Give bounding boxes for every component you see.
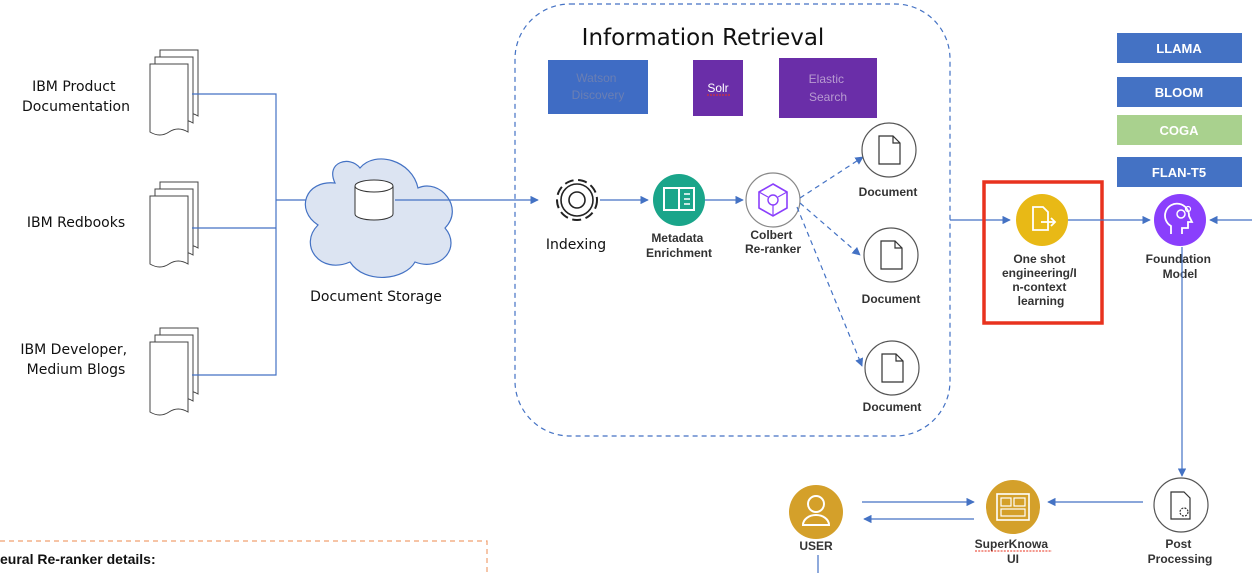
source-product-docs-icon bbox=[149, 49, 199, 136]
document-storage-label: Document Storage bbox=[310, 289, 442, 305]
svg-text:BLOOM: BLOOM bbox=[1155, 85, 1203, 100]
database-icon bbox=[354, 179, 394, 221]
information-retrieval-container bbox=[514, 3, 951, 437]
source-redbooks-label: IBM Redbooks bbox=[27, 215, 125, 231]
one-shot-label: One shot engineering/I n-context learnin… bbox=[1002, 252, 1080, 308]
post-processing-label: Post Processing bbox=[1148, 537, 1213, 566]
superknowa-ui-icon bbox=[986, 480, 1040, 534]
superknowa-ui-label: SuperKnowa UI bbox=[975, 537, 1052, 566]
engine-elastic-search: Elastic Search bbox=[779, 58, 877, 118]
foundation-model-label: Foundation Model bbox=[1146, 252, 1215, 281]
svg-text:COGA: COGA bbox=[1160, 123, 1200, 138]
source-blogs-icon bbox=[149, 327, 199, 416]
reranker-to-documents-arrows bbox=[796, 156, 864, 367]
model-flan-t5-box: FLAN-T5 bbox=[1117, 157, 1242, 187]
metadata-book-icon bbox=[653, 174, 705, 226]
metadata-enrichment-label: Metadata Enrichment bbox=[646, 231, 712, 260]
model-llama-box: LLAMA bbox=[1117, 33, 1242, 63]
user-avatar-icon bbox=[789, 485, 843, 539]
source-blogs-label: IBM Developer, Medium Blogs bbox=[20, 342, 131, 378]
model-coga-box: COGA bbox=[1117, 115, 1242, 145]
document-1 bbox=[861, 122, 917, 178]
svg-text:Watson Discovery: Watson Discovery bbox=[572, 71, 625, 102]
engine-solr: Solr bbox=[693, 60, 743, 116]
colbert-reranker-label: Colbert Re-ranker bbox=[745, 228, 801, 256]
model-bloom-box: BLOOM bbox=[1117, 77, 1242, 107]
svg-text:FLAN-T5: FLAN-T5 bbox=[1152, 165, 1206, 180]
source-product-docs-label: IBM Product Documentation bbox=[22, 79, 130, 115]
one-shot-icon bbox=[1016, 194, 1068, 246]
document-3 bbox=[864, 340, 920, 396]
engine-watson-discovery: Watson Discovery bbox=[548, 60, 648, 114]
svg-text:Solr: Solr bbox=[707, 81, 728, 95]
reranker-details-heading: eural Re-ranker details: bbox=[0, 551, 156, 567]
document-3-label: Document bbox=[863, 400, 922, 414]
reranker-details-box bbox=[0, 540, 488, 573]
indexing-label: Indexing bbox=[546, 237, 606, 253]
svg-text:Elastic Search: Elastic Search bbox=[809, 72, 848, 104]
information-retrieval-title: Information Retrieval bbox=[582, 25, 825, 51]
colbert-reranker-icon bbox=[745, 172, 801, 228]
source-redbooks-icon bbox=[149, 181, 199, 268]
one-shot-highlight-box bbox=[982, 180, 1104, 325]
document-2 bbox=[863, 227, 919, 283]
post-processing-icon bbox=[1153, 477, 1209, 533]
user-label: USER bbox=[799, 539, 833, 553]
svg-text:LLAMA: LLAMA bbox=[1156, 41, 1202, 56]
document-1-label: Document bbox=[859, 185, 918, 199]
document-2-label: Document bbox=[862, 292, 921, 306]
foundation-model-icon bbox=[1154, 194, 1206, 246]
indexing-gear-icon bbox=[556, 179, 598, 221]
